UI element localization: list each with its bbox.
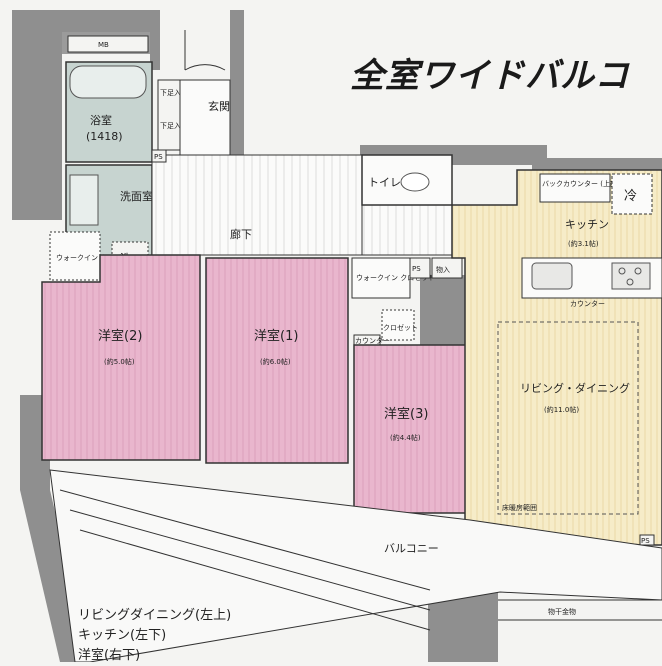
toilet-label: トイレ (368, 176, 401, 189)
hallway: 廊下 (151, 154, 453, 256)
kitchen-size: (約3.1帖) (568, 239, 599, 248)
bathroom: 浴室 (1418) (65, 61, 153, 163)
counter-small-label: カウンター (355, 336, 390, 345)
wic-small-label: ウォークイン クロゼット (56, 253, 135, 262)
western2-label: 洋室(2) (98, 328, 142, 344)
western1-label: 洋室(1) (254, 328, 298, 344)
closet-label: クロゼット (383, 323, 418, 332)
ps-label-4: PS (641, 537, 650, 545)
fridge-label: 冷 (624, 189, 637, 204)
living-kitchen: バックカウンター (上部吊戸棚) 冷 キッチン (約3.1帖) カウンター リビ… (451, 169, 662, 546)
living-size: (約11.0帖) (544, 405, 579, 414)
ps-label-1: PS (154, 153, 163, 161)
caption-line-2: キッチン(左下) (78, 628, 167, 643)
floor-heating-label: 床暖房範囲 (502, 503, 537, 512)
caption-line-1: リビングダイニング(左上) (78, 608, 232, 623)
ps-label-3: PS (412, 265, 421, 273)
balcony-label: バルコニー (384, 542, 439, 555)
shoes-label-1: 下足入 (160, 89, 181, 97)
western-room-2: 洋室(2) (約5.0帖) (41, 254, 201, 461)
mb-label: MB (98, 41, 109, 49)
washroom-label: 洗面室 (120, 189, 153, 203)
western3-label: 洋室(3) (384, 406, 428, 422)
entrance-label: 玄関 (208, 99, 230, 113)
western2-size: (約5.0帖) (104, 357, 135, 366)
western1-size: (約6.0帖) (260, 357, 291, 366)
western-room-3: 洋室(3) (約4.4帖) (353, 344, 471, 514)
shoes-label-2: 下足入 (160, 122, 181, 130)
bath-label: 浴室 (90, 113, 112, 127)
back-counter-label: バックカウンター (上部吊戸棚) (542, 179, 641, 188)
hallway-label: 廊下 (230, 227, 252, 241)
western3-size: (約4.4帖) (390, 433, 421, 442)
photo-caption: リビングダイニング(左上) キッチン(左下) 洋室(右下) (78, 606, 231, 666)
counter-label: カウンター (570, 299, 605, 308)
wic2-label: ウォークイン クロゼット (356, 273, 435, 282)
western-room-1: 洋室(1) (約6.0帖) (205, 257, 349, 464)
living-label: リビング・ダイニング (520, 381, 630, 395)
balcony: バルコニー 物干金物 (49, 469, 662, 662)
toilet: トイレ (361, 154, 453, 206)
bath-size: (1418) (86, 130, 123, 143)
caption-line-3: 洋室(右下) (78, 648, 141, 663)
kitchen-label: キッチン (565, 218, 609, 231)
headline: 全室ワイドバルコ (350, 56, 630, 96)
drying-label: 物干金物 (548, 607, 576, 616)
storage-label: 物入 (436, 265, 450, 274)
